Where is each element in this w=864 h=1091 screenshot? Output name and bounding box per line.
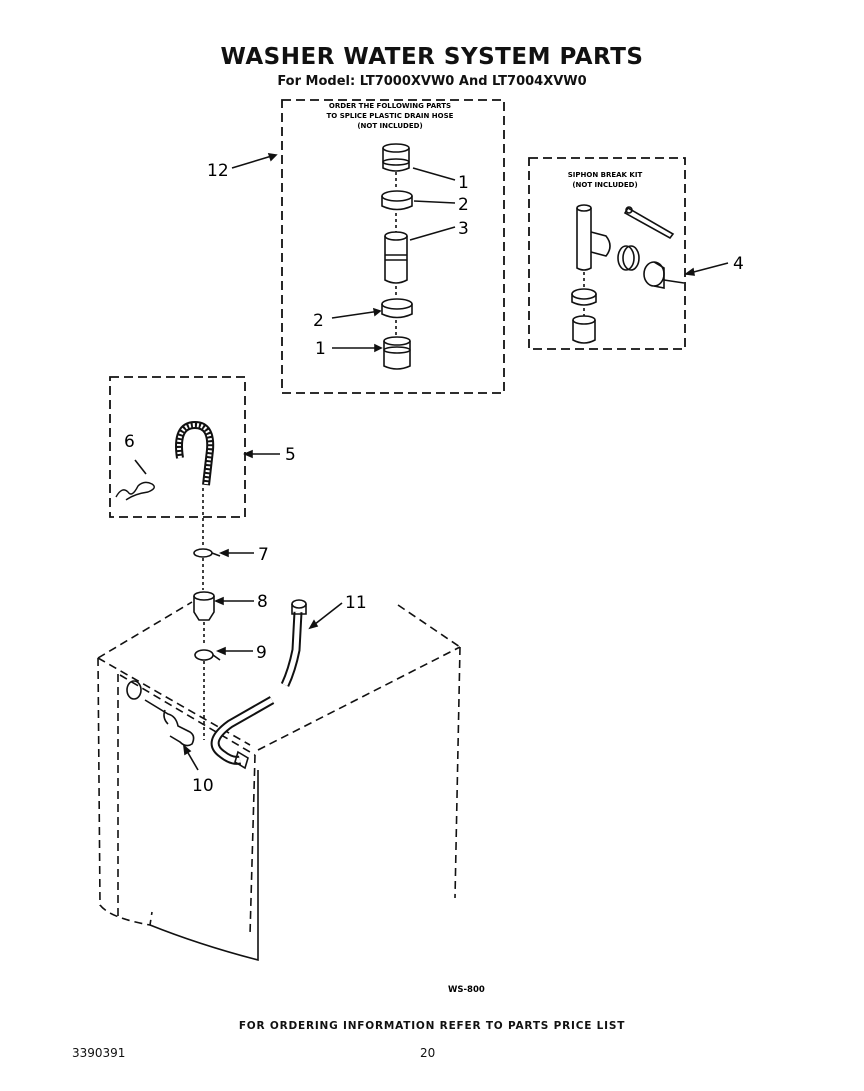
- hose-clamp-9: [194, 649, 221, 661]
- siphon-clamp-bottom: [571, 288, 597, 306]
- drain-connector-8: [193, 591, 215, 621]
- hose-clip: [115, 481, 155, 501]
- callout-2-bottom: 2: [313, 311, 324, 331]
- splice-parts-box: [281, 99, 505, 394]
- callout-10: 10: [192, 776, 214, 796]
- siphon-kit-box: [528, 157, 686, 350]
- washer-cabinet: [97, 601, 461, 936]
- drain-hose: [175, 420, 215, 486]
- callout-9: 9: [256, 643, 267, 663]
- splice-adapter-top: [382, 143, 410, 172]
- siphon-note-line-1: SIPHON BREAK KIT: [568, 171, 643, 179]
- splice-note-line-2: TO SPLICE PLASTIC DRAIN HOSE: [327, 112, 454, 120]
- splice-coupling: [384, 231, 408, 284]
- ordering-footer: FOR ORDERING INFORMATION REFER TO PARTS …: [238, 1020, 626, 1032]
- hose-clamp-7: [193, 548, 221, 558]
- drawing-code: WS-800: [448, 985, 485, 995]
- callout-6: 6: [124, 432, 135, 452]
- callout-2-top: 2: [458, 195, 469, 215]
- callout-5: 5: [285, 445, 296, 465]
- page-title: WASHER WATER SYSTEM PARTS: [220, 44, 644, 70]
- drain-hose-box: [109, 376, 246, 518]
- internal-drain-hose: [210, 696, 275, 770]
- siphon-cap: [643, 261, 685, 289]
- splice-clamp-top: [381, 190, 413, 211]
- siphon-note-line-2: (NOT INCLUDED): [572, 181, 637, 189]
- callout-8: 8: [257, 592, 268, 612]
- splice-note: ORDER THE FOLLOWING PARTS TO SPLICE PLAS…: [327, 102, 454, 130]
- callout-1-bottom: 1: [315, 339, 326, 359]
- siphon-note: SIPHON BREAK KIT (NOT INCLUDED): [568, 171, 643, 189]
- callout-3: 3: [458, 219, 469, 239]
- splice-note-line-1: ORDER THE FOLLOWING PARTS: [329, 102, 451, 110]
- model-subtitle: For Model: LT7000XVW0 And LT7004XVW0: [277, 74, 587, 89]
- callout-4: 4: [733, 254, 744, 274]
- splice-adapter-bottom: [383, 336, 411, 370]
- document-number: 3390391: [72, 1046, 126, 1060]
- siphon-tee: [576, 204, 611, 271]
- callout-12: 12: [207, 161, 229, 181]
- callout-7: 7: [258, 545, 269, 565]
- siphon-tie-strap: [623, 206, 675, 240]
- splice-clamp-bottom: [381, 298, 413, 319]
- page-number: 20: [420, 1046, 436, 1060]
- inlet-hose-11: [280, 599, 307, 687]
- drain-outlet-10: [126, 680, 195, 747]
- splice-note-line-3: (NOT INCLUDED): [357, 122, 422, 130]
- siphon-clamp-side: [617, 245, 640, 271]
- callout-11: 11: [345, 593, 367, 613]
- siphon-adapter-bottom: [572, 315, 596, 344]
- callout-1-top: 1: [458, 173, 469, 193]
